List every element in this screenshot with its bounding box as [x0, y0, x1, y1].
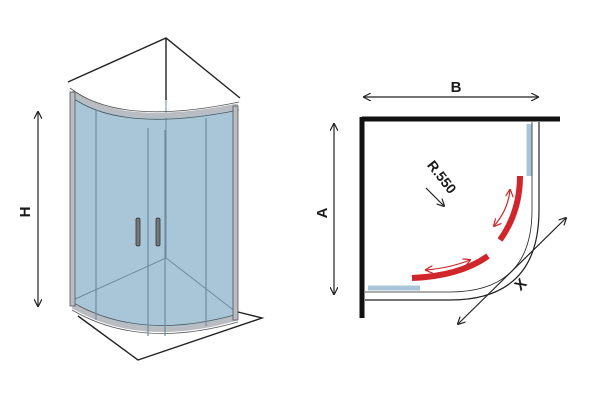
top-wall-outline [67, 37, 241, 100]
depth-label: A [314, 207, 331, 218]
top-frame-outline [69, 87, 240, 120]
top-frame [70, 90, 239, 118]
right-post [232, 105, 239, 321]
door-handle-left [135, 217, 141, 247]
left-post [69, 91, 76, 307]
width-label: B [451, 79, 462, 96]
sliding-arrow-right-icon [494, 190, 510, 226]
height-label: H [17, 207, 34, 218]
entry-dimension-arrow [458, 218, 566, 324]
floor-tray-edge [72, 257, 237, 313]
entry-label: X [511, 275, 530, 294]
glass-enclosure [73, 93, 236, 330]
sliding-door-left [411, 253, 490, 281]
door-handle-right [155, 217, 161, 247]
floor-outline [77, 311, 265, 361]
enclosure-3d-view: H [17, 37, 265, 361]
enclosure-plan-view: R.550 B A X [314, 79, 566, 324]
sliding-door-right [497, 175, 523, 242]
radius-arrow-icon [425, 187, 444, 206]
